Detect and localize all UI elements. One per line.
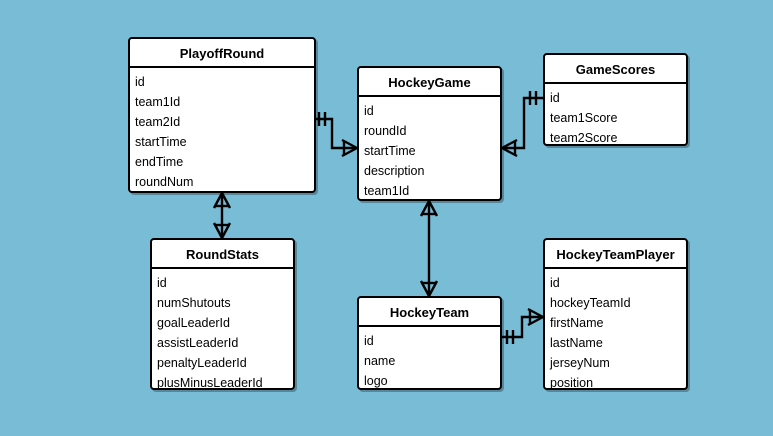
entity-hockeyteam[interactable]: HockeyTeam id name logo [357, 296, 502, 390]
field-row: lastName [550, 336, 603, 350]
field-row: team1Id [135, 95, 181, 109]
field-row: roundId [364, 124, 407, 138]
field-row: id [550, 91, 560, 105]
entity-fields-gamescores: id team1Score team2Score [545, 84, 686, 153]
relationship-hockeyteam-hockeyteamplayer [502, 307, 544, 344]
field-row: position [550, 376, 594, 390]
field-row: team2Id [135, 115, 181, 129]
entity-fields-hockeyteam: id name logo [359, 327, 500, 396]
field-row: team1Score [550, 111, 618, 125]
field-row: numShutouts [157, 296, 231, 310]
field-row: description [364, 164, 425, 178]
entity-fields-hockeygame: id roundId startTime description team1Id [359, 97, 500, 206]
entity-hockeygame[interactable]: HockeyGame id roundId startTime descript… [357, 66, 502, 201]
field-row: firstName [550, 316, 604, 330]
relationship-playoffround-roundstats [212, 192, 232, 239]
field-row: assistLeaderId [157, 336, 239, 350]
entity-gamescores[interactable]: GameScores id team1Score team2Score [543, 53, 688, 146]
entity-title-hockeygame: HockeyGame [359, 68, 500, 97]
relationship-playoffround-hockeygame [316, 112, 358, 158]
field-row: endTime [135, 155, 184, 169]
entity-hockeyteamplayer[interactable]: HockeyTeamPlayer id hockeyTeamId firstNa… [543, 238, 688, 390]
field-row: id [364, 334, 374, 348]
entity-title-roundstats: RoundStats [152, 240, 293, 269]
field-row: penaltyLeaderId [157, 356, 247, 370]
entity-fields-roundstats: id numShutouts goalLeaderId assistLeader… [152, 269, 293, 398]
entity-title-hockeyteam: HockeyTeam [359, 298, 500, 327]
relationship-hockeygame-hockeyteam [419, 200, 439, 297]
field-row: id [157, 276, 167, 290]
entity-roundstats[interactable]: RoundStats id numShutouts goalLeaderId a… [150, 238, 295, 390]
field-row: goalLeaderId [157, 316, 230, 330]
field-row: plusMinusLeaderId [157, 376, 263, 390]
field-row: name [364, 354, 396, 368]
field-row: roundNum [135, 175, 194, 189]
entity-playoffround[interactable]: PlayoffRound id team1Id team2Id startTim… [128, 37, 316, 193]
field-row: id [135, 75, 145, 89]
entity-title-gamescores: GameScores [545, 55, 686, 84]
entity-title-hockeyteamplayer: HockeyTeamPlayer [545, 240, 686, 269]
field-row: jerseyNum [550, 356, 610, 370]
field-row: logo [364, 374, 388, 388]
field-row: team2Score [550, 131, 618, 145]
field-row: id [364, 104, 374, 118]
field-row: team1Id [364, 184, 410, 198]
entity-fields-playoffround: id team1Id team2Id startTime endTime rou… [130, 68, 314, 197]
field-row: startTime [135, 135, 187, 149]
relationship-hockeygame-gamescores [501, 91, 543, 158]
field-row: hockeyTeamId [550, 296, 631, 310]
entity-fields-hockeyteamplayer: id hockeyTeamId firstName lastName jerse… [545, 269, 686, 398]
field-row: startTime [364, 144, 416, 158]
entity-title-playoffround: PlayoffRound [130, 39, 314, 68]
field-row: id [550, 276, 560, 290]
